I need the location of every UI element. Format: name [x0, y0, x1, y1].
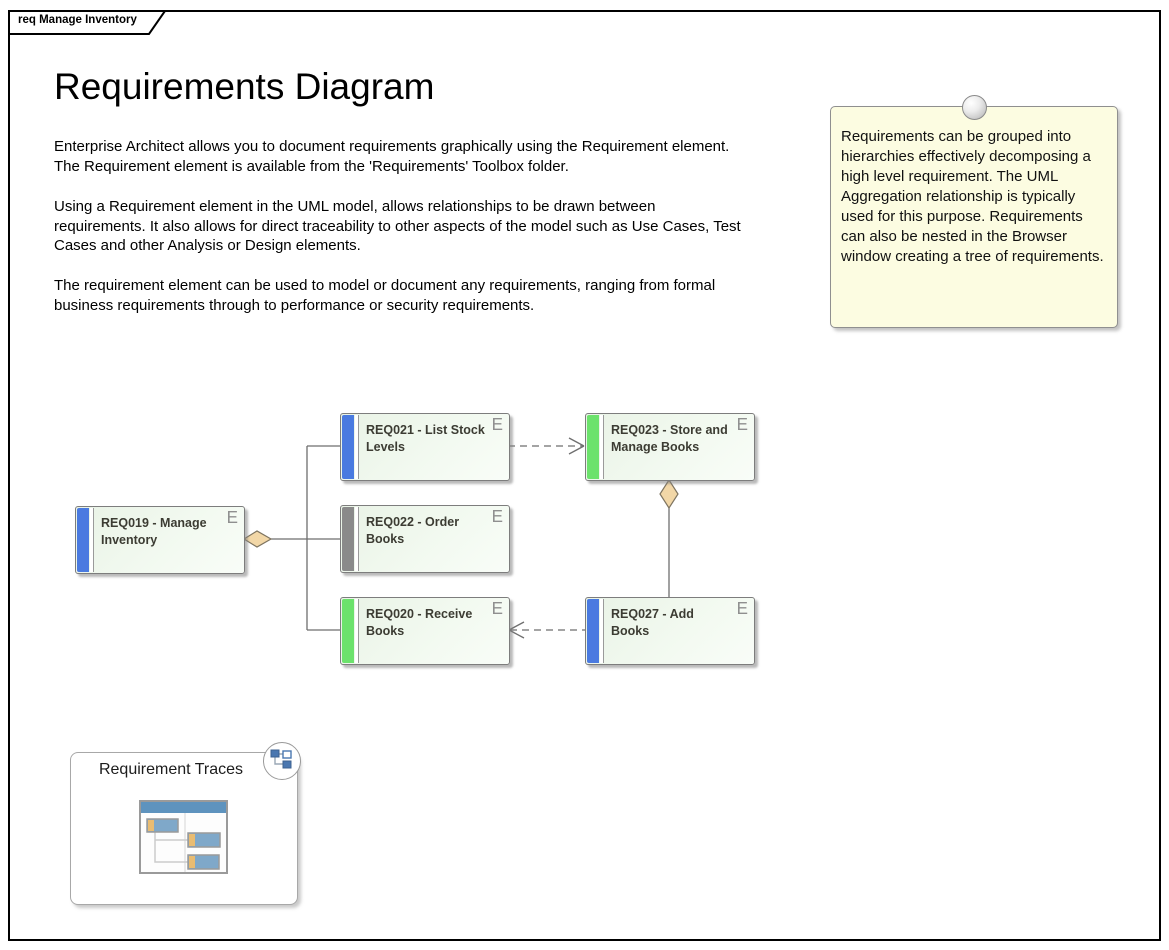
note-text: Requirements can be grouped into hierarc… [841, 128, 1104, 265]
requirement-req020[interactable]: REQ020 - Receive Books E [340, 597, 510, 665]
status-stripe [342, 415, 354, 479]
external-requirement-icon: E [491, 414, 503, 435]
external-requirement-icon: E [736, 598, 748, 619]
note-element[interactable]: Requirements can be grouped into hierarc… [830, 95, 1118, 328]
external-requirement-icon: E [736, 414, 748, 435]
frame-tab [8, 10, 168, 36]
requirement-label: REQ027 - Add Books [611, 607, 694, 638]
external-requirement-icon: E [491, 506, 503, 527]
external-requirement-icon: E [491, 598, 503, 619]
intro-paragraph-2: Using a Requirement element in the UML m… [54, 198, 741, 254]
requirement-req021[interactable]: REQ021 - List Stock Levels E [340, 413, 510, 481]
status-stripe [77, 508, 89, 572]
requirement-label: REQ023 - Store and Manage Books [611, 423, 728, 454]
requirement-traces-title: Requirement Traces [98, 761, 244, 778]
requirement-traces-element[interactable]: Requirement Traces [70, 742, 301, 905]
intro-paragraph-3: The requirement element can be used to m… [54, 277, 716, 314]
frame-tab-label: req Manage Inventory [18, 14, 137, 26]
requirement-req027[interactable]: REQ027 - Add Books E [585, 597, 755, 665]
composite-diagram-icon[interactable] [263, 742, 301, 780]
requirement-label: REQ019 - Manage Inventory [101, 516, 207, 547]
requirement-req023[interactable]: REQ023 - Store and Manage Books E [585, 413, 755, 481]
external-requirement-icon: E [226, 507, 238, 528]
requirement-label: REQ022 - Order Books [366, 515, 460, 546]
status-stripe [342, 507, 354, 571]
traces-diagram-thumbnail [139, 800, 229, 881]
note-pin-icon [962, 95, 987, 120]
requirement-req019[interactable]: REQ019 - Manage Inventory E [75, 506, 245, 574]
status-stripe [587, 599, 599, 663]
frame-tab-shape [8, 10, 167, 35]
requirement-label: REQ021 - List Stock Levels [366, 423, 485, 454]
intro-paragraph-1: Enterprise Architect allows you to docum… [54, 138, 730, 175]
status-stripe [342, 599, 354, 663]
requirement-label: REQ020 - Receive Books [366, 607, 473, 638]
requirement-req022[interactable]: REQ022 - Order Books E [340, 505, 510, 573]
page-title: Requirements Diagram [54, 66, 435, 107]
status-stripe [587, 415, 599, 479]
